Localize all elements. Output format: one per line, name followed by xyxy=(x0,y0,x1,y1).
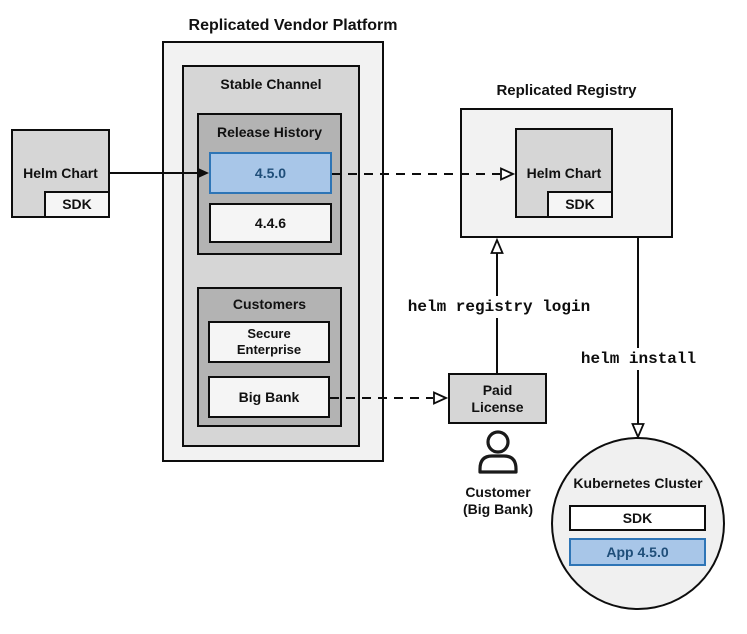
cluster-sdk-box: SDK xyxy=(569,505,706,531)
release-4-4-6-label: 4.4.6 xyxy=(254,214,287,231)
customer-big-bank-box: Big Bank xyxy=(208,376,330,418)
registry-helm-chart-label: Helm Chart xyxy=(526,164,602,181)
cluster-app-label: App 4.5.0 xyxy=(606,543,669,560)
paid-license-box: Paid License xyxy=(448,373,547,424)
release-history-label: Release History xyxy=(216,124,323,140)
cluster-app-box: App 4.5.0 xyxy=(569,538,706,566)
release-4-5-0-box: 4.5.0 xyxy=(209,152,332,194)
customer-secure-enterprise-box: Secure Enterprise xyxy=(208,321,330,363)
cmd-helm-registry-login: helm registry login xyxy=(399,296,599,318)
registry-sdk-label: SDK xyxy=(565,196,595,213)
cluster-sdk-label: SDK xyxy=(622,509,653,526)
customer-caption-label: Customer (Big Bank) xyxy=(463,484,533,517)
source-sdk-box: SDK xyxy=(44,191,110,218)
release-4-5-0-label: 4.5.0 xyxy=(254,164,287,181)
customer-big-bank-label: Big Bank xyxy=(238,388,300,405)
registry-sdk-box: SDK xyxy=(547,191,613,218)
registry-title: Replicated Registry xyxy=(496,82,637,99)
diagram-title: Replicated Vendor Platform xyxy=(188,17,398,34)
arrow-registry-to-cluster xyxy=(631,238,645,440)
customer-caption: Customer (Big Bank) xyxy=(443,484,553,518)
release-4-4-6-box: 4.4.6 xyxy=(209,203,332,243)
stable-channel-label: Stable Channel xyxy=(220,76,322,92)
kubernetes-cluster-label: Kubernetes Cluster xyxy=(573,475,703,491)
source-helm-chart-label: Helm Chart xyxy=(23,165,98,182)
paid-license-label: Paid License xyxy=(471,381,524,415)
person-icon xyxy=(478,430,518,474)
customer-secure-enterprise-label: Secure Enterprise xyxy=(236,326,302,357)
customers-label: Customers xyxy=(232,296,307,312)
cmd-helm-install: helm install xyxy=(563,348,714,370)
source-sdk-label: SDK xyxy=(62,196,92,213)
